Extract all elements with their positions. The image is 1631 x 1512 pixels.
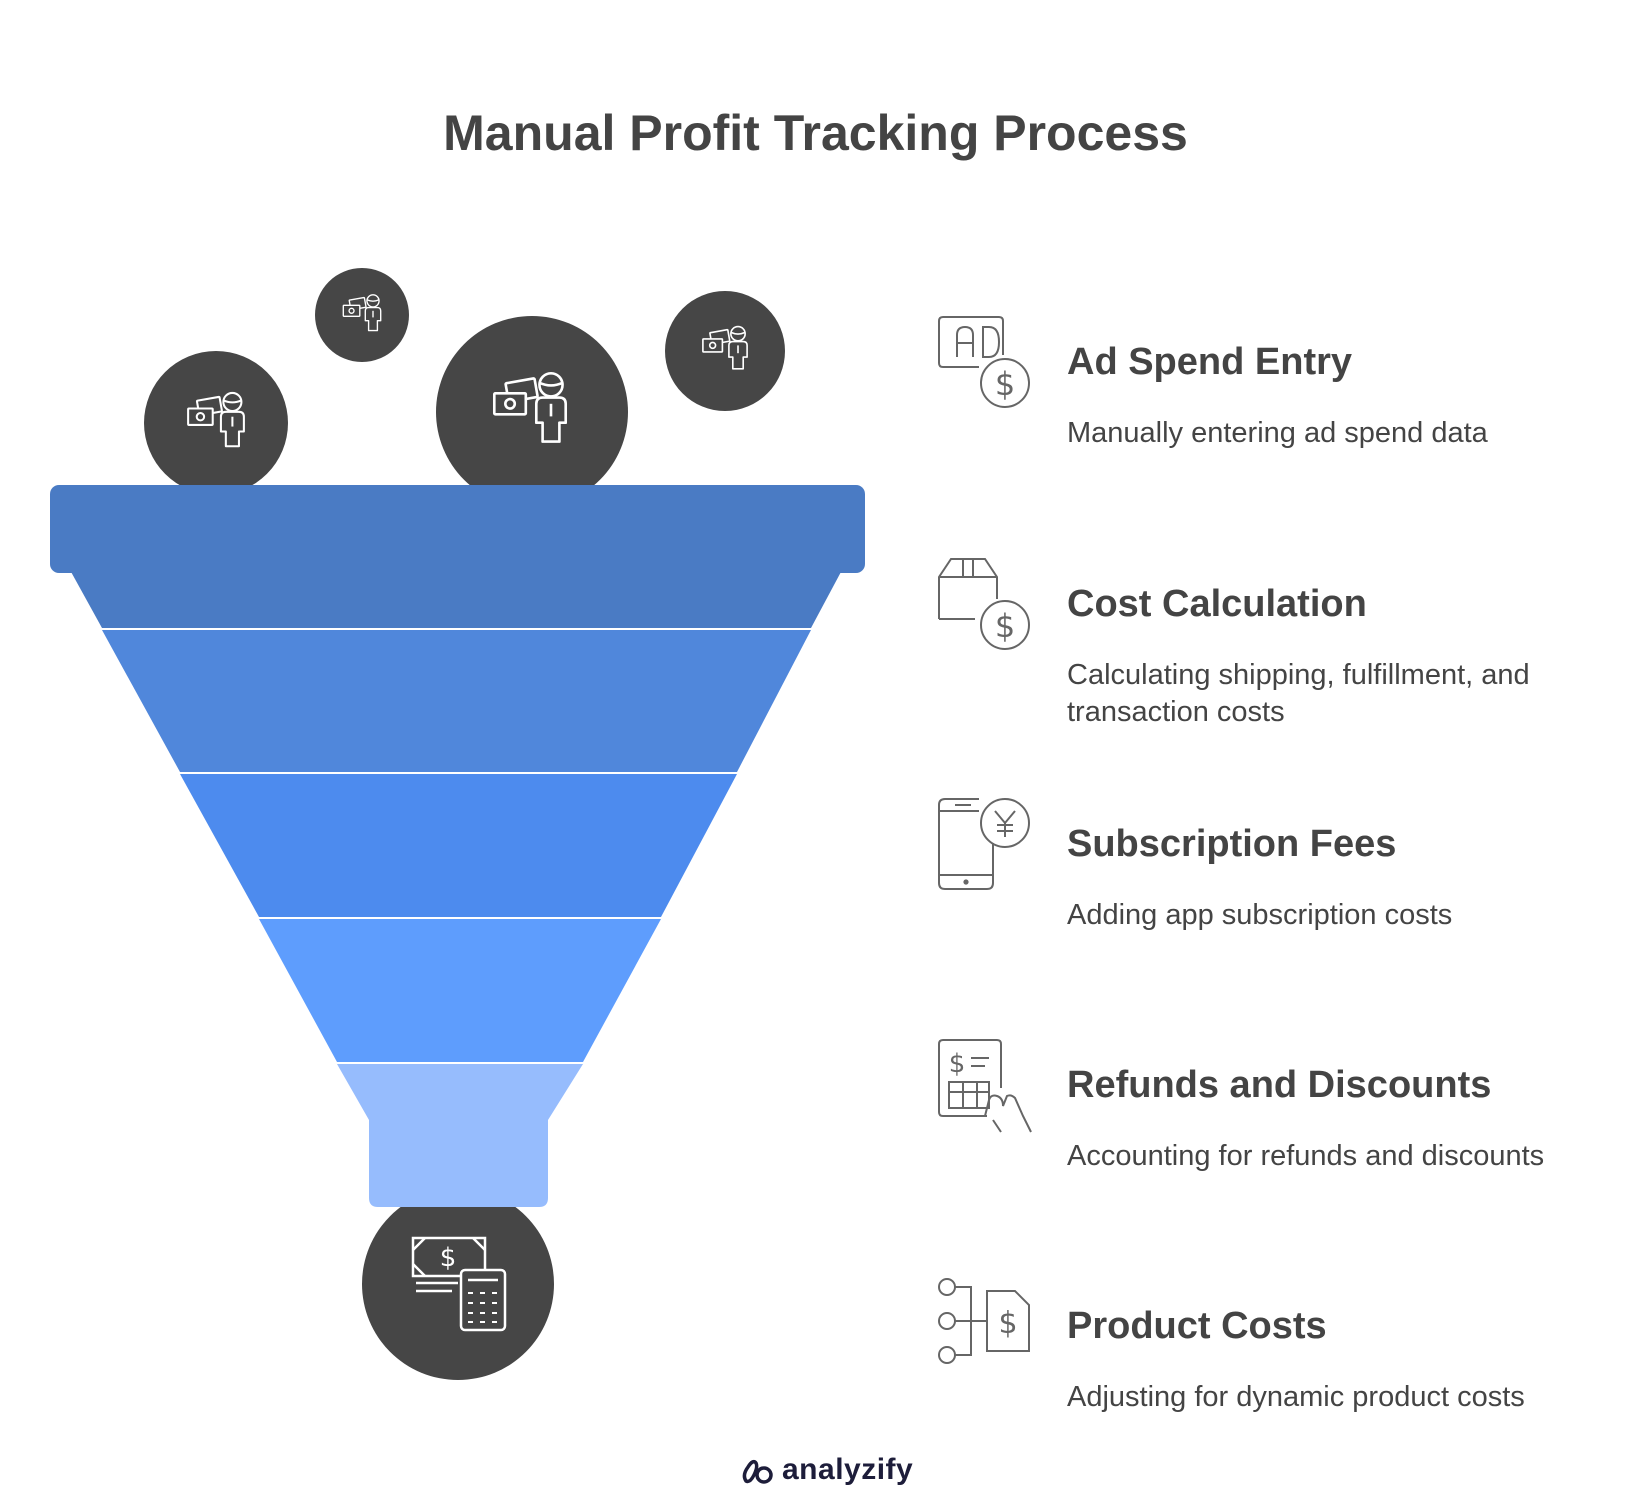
input-circle-4 bbox=[665, 291, 785, 411]
funnel-band-1 bbox=[70, 570, 842, 628]
svg-text:$: $ bbox=[949, 1049, 966, 1079]
input-circle-3 bbox=[436, 316, 628, 508]
step-description: Adjusting for dynamic product costs bbox=[1067, 1381, 1525, 1413]
page-title: Manual Profit Tracking Process bbox=[443, 105, 1188, 161]
ad-dollar-icon: $ bbox=[938, 316, 1030, 408]
step-description: Manually entering ad spend data bbox=[1067, 417, 1488, 449]
phone-yen-icon bbox=[938, 798, 1030, 890]
step-title: Refunds and Discounts bbox=[1067, 1064, 1492, 1106]
analyzify-logo-icon bbox=[742, 1459, 773, 1484]
funnel-rim bbox=[50, 485, 865, 573]
money-calculator-icon: $ bbox=[411, 1236, 507, 1332]
funnel-band-4 bbox=[259, 919, 661, 1062]
step-title: Product Costs bbox=[1067, 1305, 1327, 1347]
receipt-hand-icon: $ bbox=[938, 1039, 1032, 1133]
brand-logo: analyzify bbox=[740, 1450, 913, 1490]
output-circle: $ bbox=[362, 1188, 554, 1380]
funnel-diagram: $ bbox=[50, 268, 865, 1380]
funnel-band-3 bbox=[180, 774, 737, 917]
step-title: Ad Spend Entry bbox=[1067, 341, 1353, 383]
svg-text:$: $ bbox=[995, 365, 1015, 403]
funnel-spout bbox=[337, 1064, 583, 1207]
input-circle-2 bbox=[315, 268, 409, 362]
input-circle-1 bbox=[144, 351, 288, 495]
box-dollar-icon: $ bbox=[938, 558, 1030, 650]
step-description: Calculating shipping, fulfillment, and t… bbox=[1067, 659, 1530, 728]
funnel-band-2 bbox=[102, 630, 811, 772]
svg-text:$: $ bbox=[998, 1306, 1017, 1341]
step-title: Cost Calculation bbox=[1067, 583, 1367, 625]
step-description: Accounting for refunds and discounts bbox=[1067, 1140, 1545, 1172]
step-title: Subscription Fees bbox=[1067, 823, 1397, 865]
step-description: Adding app subscription costs bbox=[1067, 899, 1453, 931]
svg-text:$: $ bbox=[440, 1243, 457, 1273]
svg-text:$: $ bbox=[995, 607, 1015, 645]
brand-name: analyzify bbox=[782, 1453, 914, 1486]
flow-dollar-doc-icon: $ bbox=[938, 1278, 1030, 1364]
